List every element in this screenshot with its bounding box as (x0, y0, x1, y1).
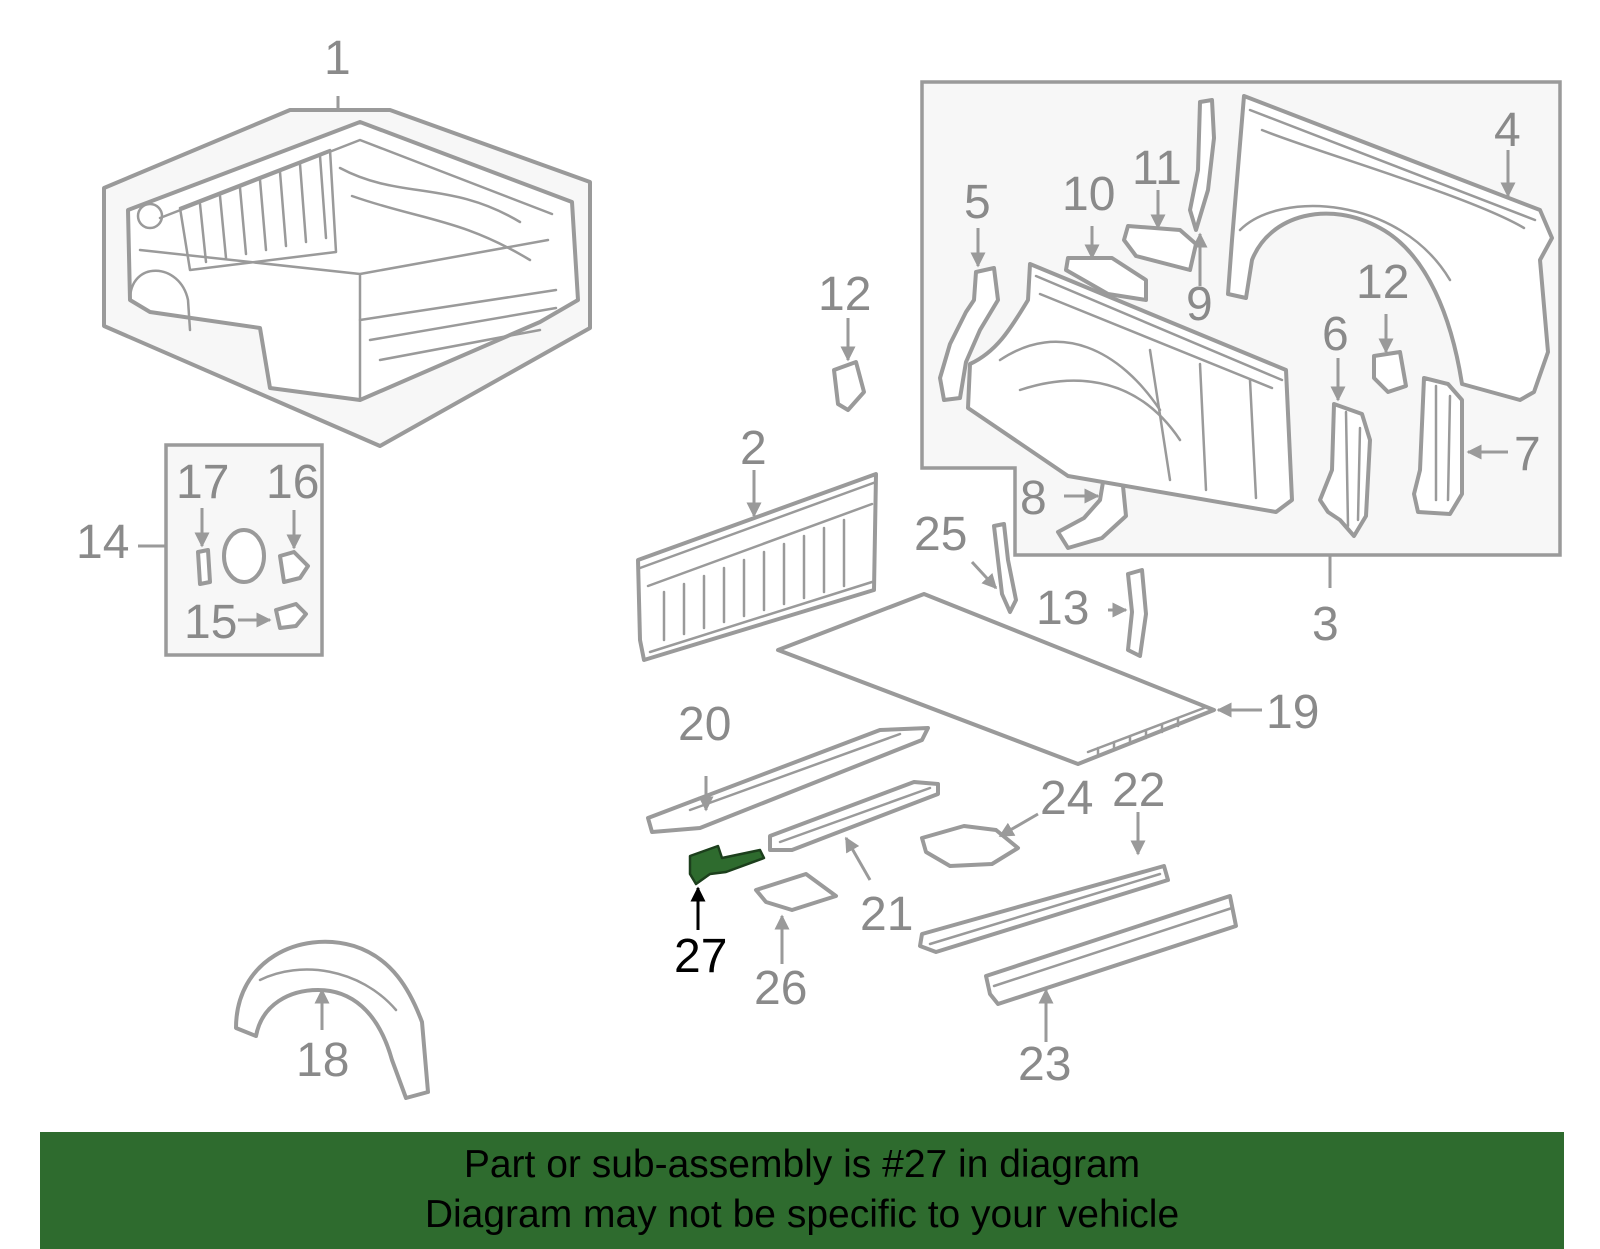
callout-10[interactable]: 10 (1062, 168, 1115, 221)
banner-line-2: Diagram may not be specific to your vehi… (424, 1193, 1180, 1236)
clip-center[interactable] (832, 360, 866, 412)
callout-14[interactable]: 14 (76, 516, 129, 569)
floor-pad[interactable] (754, 872, 838, 912)
banner-line-1: Part or sub-assembly is #27 in diagram (463, 1143, 1141, 1186)
callout-5[interactable]: 5 (964, 176, 991, 229)
callout-26[interactable]: 26 (754, 962, 807, 1015)
callout-22[interactable]: 22 (1112, 764, 1165, 817)
wheelhouse-liner[interactable] (234, 939, 430, 1100)
callout-16[interactable]: 16 (266, 456, 319, 509)
callout-4[interactable]: 4 (1494, 104, 1521, 157)
clip-right[interactable] (1372, 350, 1408, 394)
cover-disc[interactable] (222, 528, 266, 584)
callout-15[interactable]: 15 (184, 596, 237, 649)
pickup-box-assembly[interactable] (102, 108, 592, 448)
callout-18[interactable]: 18 (296, 1034, 349, 1087)
callout-27[interactable]: 27 (674, 930, 727, 983)
callout-12-center[interactable]: 12 (818, 268, 871, 321)
side-panel-inner[interactable] (966, 262, 1294, 514)
bolt[interactable] (274, 602, 308, 630)
callout-2[interactable]: 2 (740, 422, 767, 475)
stake-pocket-bracket[interactable] (992, 522, 1018, 614)
callout-9[interactable]: 9 (1186, 278, 1213, 331)
callout-6[interactable]: 6 (1322, 308, 1349, 361)
info-banner: Part or sub-assembly is #27 in diagram D… (40, 1132, 1564, 1249)
front-bracket[interactable] (938, 266, 1000, 402)
floor-panel[interactable] (776, 592, 1216, 766)
corner-pillar[interactable] (1412, 376, 1464, 516)
reinforcement[interactable] (1122, 224, 1198, 272)
rear-sill[interactable] (984, 894, 1238, 1006)
callout-8[interactable]: 8 (1020, 472, 1047, 525)
callout-3[interactable]: 3 (1312, 598, 1339, 651)
side-panel-outer[interactable] (1226, 94, 1554, 402)
callout-21[interactable]: 21 (860, 888, 913, 941)
callout-11[interactable]: 11 (1132, 142, 1182, 195)
floor-plate[interactable] (920, 824, 1020, 868)
retainer-clip[interactable] (278, 550, 310, 584)
callout-25[interactable]: 25 (914, 508, 967, 561)
front-crossmember[interactable] (646, 726, 930, 834)
callout-7[interactable]: 7 (1514, 428, 1541, 481)
wheelhouse-brace[interactable] (1056, 474, 1128, 550)
front-panel[interactable] (636, 472, 878, 662)
floor-strap[interactable] (1126, 568, 1148, 658)
callout-23[interactable]: 23 (1018, 1038, 1071, 1091)
pin[interactable] (196, 548, 212, 586)
side-strip[interactable] (1188, 98, 1216, 232)
callout-24[interactable]: 24 (1040, 772, 1093, 825)
callout-20[interactable]: 20 (678, 698, 731, 751)
callout-1[interactable]: 1 (324, 32, 351, 85)
callout-12-right[interactable]: 12 (1356, 256, 1409, 309)
highlighted-part-27[interactable] (688, 844, 766, 886)
callout-13[interactable]: 13 (1036, 582, 1089, 635)
callout-19[interactable]: 19 (1266, 686, 1319, 739)
upper-rail-piece[interactable] (1064, 256, 1148, 302)
callout-17[interactable]: 17 (176, 456, 229, 509)
